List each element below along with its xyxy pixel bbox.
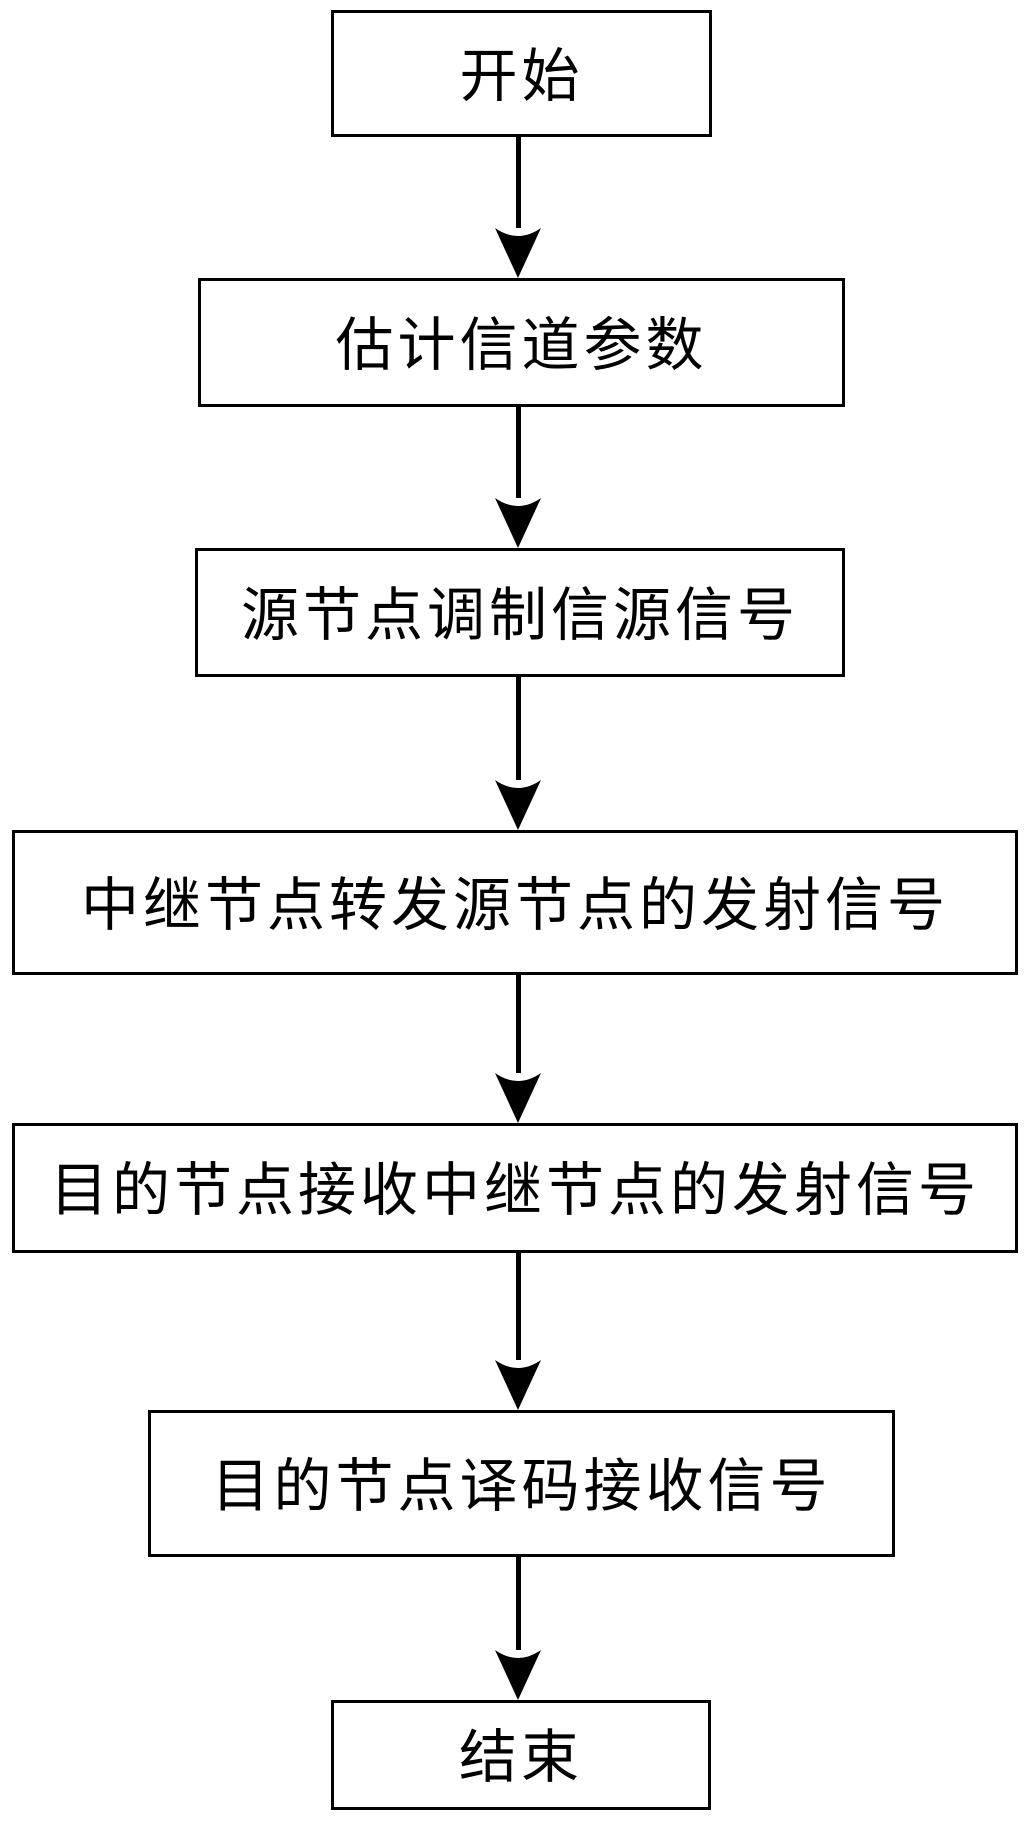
arrow-head-icon [495,498,541,548]
flow-node-source-modulate: 源节点调制信源信号 [195,548,845,677]
arrow-shaft [515,137,521,228]
arrow-head-icon [495,780,541,830]
flow-node-dest-decode-label: 目的节点译码接收信号 [211,1453,832,1519]
flow-arrow-5 [495,1253,541,1410]
flow-arrow-1 [495,137,541,278]
flow-node-relay-forward-label: 中继节点转发源节点的发射信号 [80,872,949,938]
flow-arrow-4 [495,975,541,1123]
arrow-head-icon [495,1360,541,1410]
flow-node-start: 开始 [331,10,712,137]
flow-node-dest-receive: 目的节点接收中继节点的发射信号 [12,1123,1018,1253]
arrow-head-icon [495,1650,541,1700]
arrow-shaft [515,1557,521,1650]
arrow-shaft [515,975,521,1073]
arrow-shaft [515,677,521,780]
flow-node-relay-forward: 中继节点转发源节点的发射信号 [12,830,1018,975]
flow-arrow-3 [495,677,541,830]
flow-arrow-2 [495,407,541,548]
flow-node-dest-receive-label: 目的节点接收中继节点的发射信号 [49,1158,980,1223]
flow-node-end: 结束 [331,1700,711,1810]
flow-node-end-label: 结束 [458,1725,583,1790]
flow-node-start-label: 开始 [459,43,584,109]
flow-node-dest-decode: 目的节点译码接收信号 [148,1410,895,1557]
flow-arrow-6 [495,1557,541,1700]
arrow-head-icon [495,228,541,278]
arrow-head-icon [495,1073,541,1123]
arrow-shaft [515,407,521,498]
flow-node-estimate-channel-label: 估计信道参数 [335,312,708,378]
flow-node-source-modulate-label: 源节点调制信源信号 [240,582,799,648]
flow-node-estimate-channel: 估计信道参数 [198,278,845,407]
arrow-shaft [515,1253,521,1360]
